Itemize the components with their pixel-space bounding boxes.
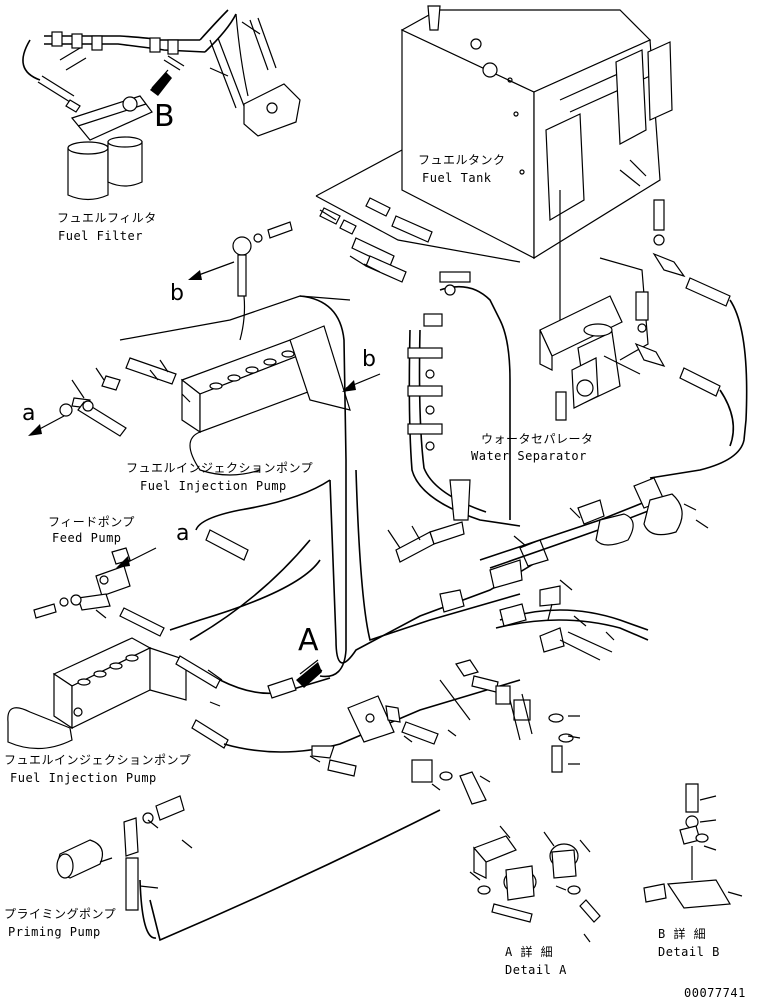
reference-b-large: B <box>154 99 175 134</box>
feed-pump: a <box>33 521 249 637</box>
fuel-filter-assembly <box>22 9 301 201</box>
view-arrow-b: B <box>150 69 175 134</box>
reference-a-left: a <box>22 401 35 426</box>
water-separator <box>539 257 649 409</box>
detail-b-drawing <box>643 783 743 909</box>
injection-pump-top <box>119 295 351 476</box>
feed-pump-label-en: Feed Pump <box>52 531 122 545</box>
drawing-number: 00077741 <box>684 986 746 1000</box>
priming-pump-label-en: Priming Pump <box>8 925 101 939</box>
fuel-tank <box>400 5 673 340</box>
pipe-clamp-stack <box>407 271 521 527</box>
detail-a-drawing <box>469 825 601 943</box>
reference-b-right: b <box>362 347 376 372</box>
reference-b-upper: b <box>170 281 184 306</box>
injection-pump-top-label-en: Fuel Injection Pump <box>140 479 287 493</box>
injection-pump-bottom-label-en: Fuel Injection Pump <box>10 771 157 785</box>
detail-b-label-jp: B 詳 細 <box>658 926 706 941</box>
reference-a-large: A <box>298 623 319 658</box>
fuel-filter-label-jp: フュエルフィルタ <box>57 211 157 225</box>
reference-a-feed: a <box>176 521 189 546</box>
water-separator-label-en: Water Separator <box>471 449 587 463</box>
injection-pump-bottom-label-jp: フュエルインジェクションポンプ <box>4 753 191 767</box>
water-separator-label-jp: ウォータセパレータ <box>481 432 594 446</box>
fuel-tank-label-jp: フュエルタンク <box>418 153 506 167</box>
detail-b-label-en: Detail B <box>658 945 720 959</box>
detail-a-label-jp: A 詳 細 <box>505 944 553 959</box>
feed-pump-label-jp: フィードポンプ <box>48 515 135 529</box>
center-brackets <box>311 521 574 805</box>
reference-arrows-top: b b a <box>22 261 381 436</box>
injection-pump-top-label-jp: フュエルインジェクションポンプ <box>126 461 313 475</box>
callout-leaders <box>95 21 709 889</box>
priming-pump-label-jp: プライミングポンプ <box>4 907 116 921</box>
injection-pump-bottom <box>7 637 229 750</box>
fuel-tank-label-en: Fuel Tank <box>422 171 492 185</box>
detail-a-label-en: Detail A <box>505 963 567 977</box>
tank-fittings <box>319 197 433 283</box>
view-arrow-a: A <box>267 623 323 699</box>
priming-pump <box>56 795 185 911</box>
right-pipe-network <box>439 477 683 741</box>
fuel-filter-label-en: Fuel Filter <box>58 229 143 243</box>
